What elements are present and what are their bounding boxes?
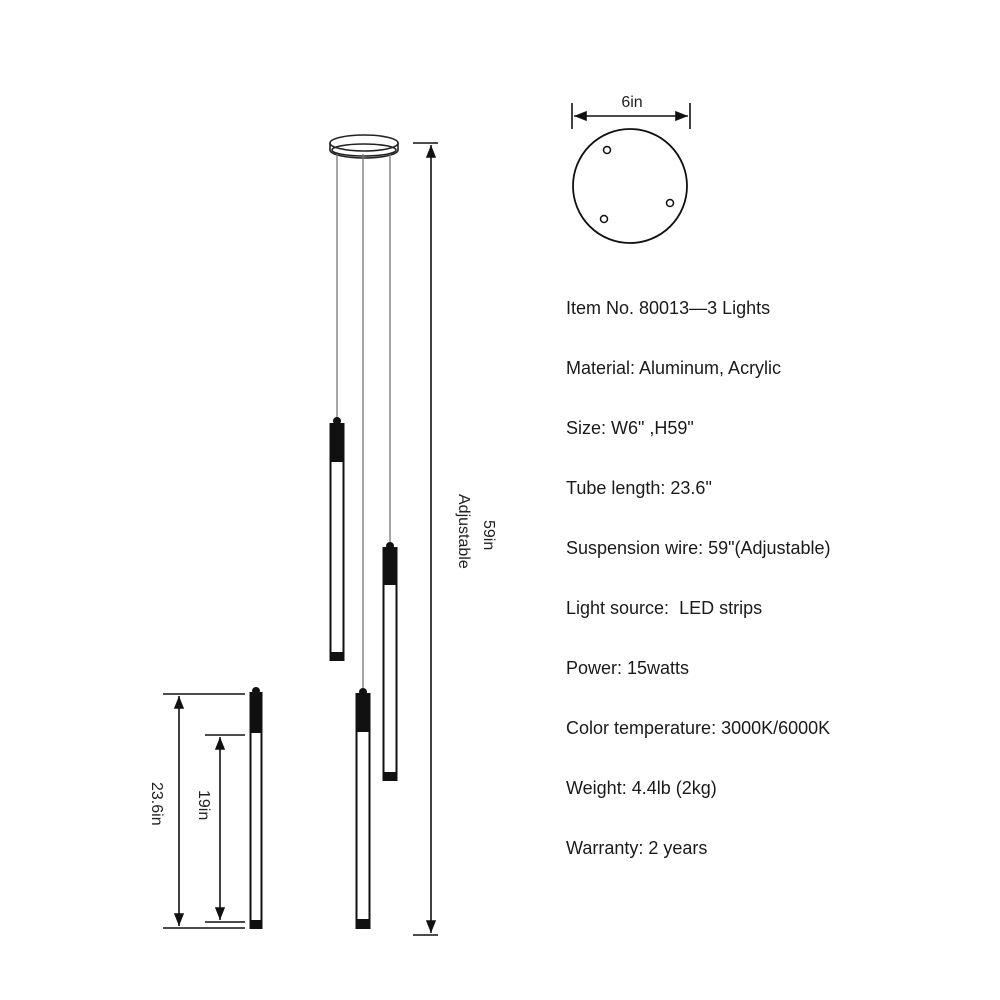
spec-weight: Weight: 4.4lb (2kg) xyxy=(566,778,717,798)
spec-suspension-wire: Suspension wire: 59"(Adjustable) xyxy=(566,538,831,558)
diameter-label: 6in xyxy=(621,94,642,111)
lit-length-label: 19in xyxy=(195,790,212,820)
spec-item-number: Item No. 80013—3 Lights xyxy=(566,298,771,318)
pendant-tube-left xyxy=(329,417,345,661)
spec-material: Material: Aluminum, Acrylic xyxy=(566,358,782,378)
sample-tube xyxy=(249,687,263,929)
spec-warranty: Warranty: 2 years xyxy=(566,838,708,858)
spec-size: Size: W6" ,H59" xyxy=(566,418,694,438)
spec-list: Item No. 80013—3 Lights Material: Alumin… xyxy=(566,296,831,896)
pendant-tube-middle xyxy=(355,688,371,929)
height-dimension xyxy=(413,142,438,936)
diameter-dimension xyxy=(571,103,691,129)
canopy xyxy=(329,134,399,159)
spec-light-source: Light source: LED strips xyxy=(566,598,763,618)
tube-length-dimension xyxy=(163,693,245,929)
canopy-top-view xyxy=(572,128,688,244)
spec-tube-length: Tube length: 23.6" xyxy=(566,478,712,498)
spec-color-temperature: Color temperature: 3000K/6000K xyxy=(566,718,831,738)
suspension-wires xyxy=(336,154,391,690)
spec-power: Power: 15watts xyxy=(566,658,690,678)
tube-length-label: 23.6in xyxy=(148,782,165,826)
pendant-tube-right xyxy=(382,542,398,781)
adjustable-label: Adjustable xyxy=(455,494,472,569)
overall-height-label: 59in xyxy=(480,520,497,550)
lit-length-dimension xyxy=(205,734,245,923)
